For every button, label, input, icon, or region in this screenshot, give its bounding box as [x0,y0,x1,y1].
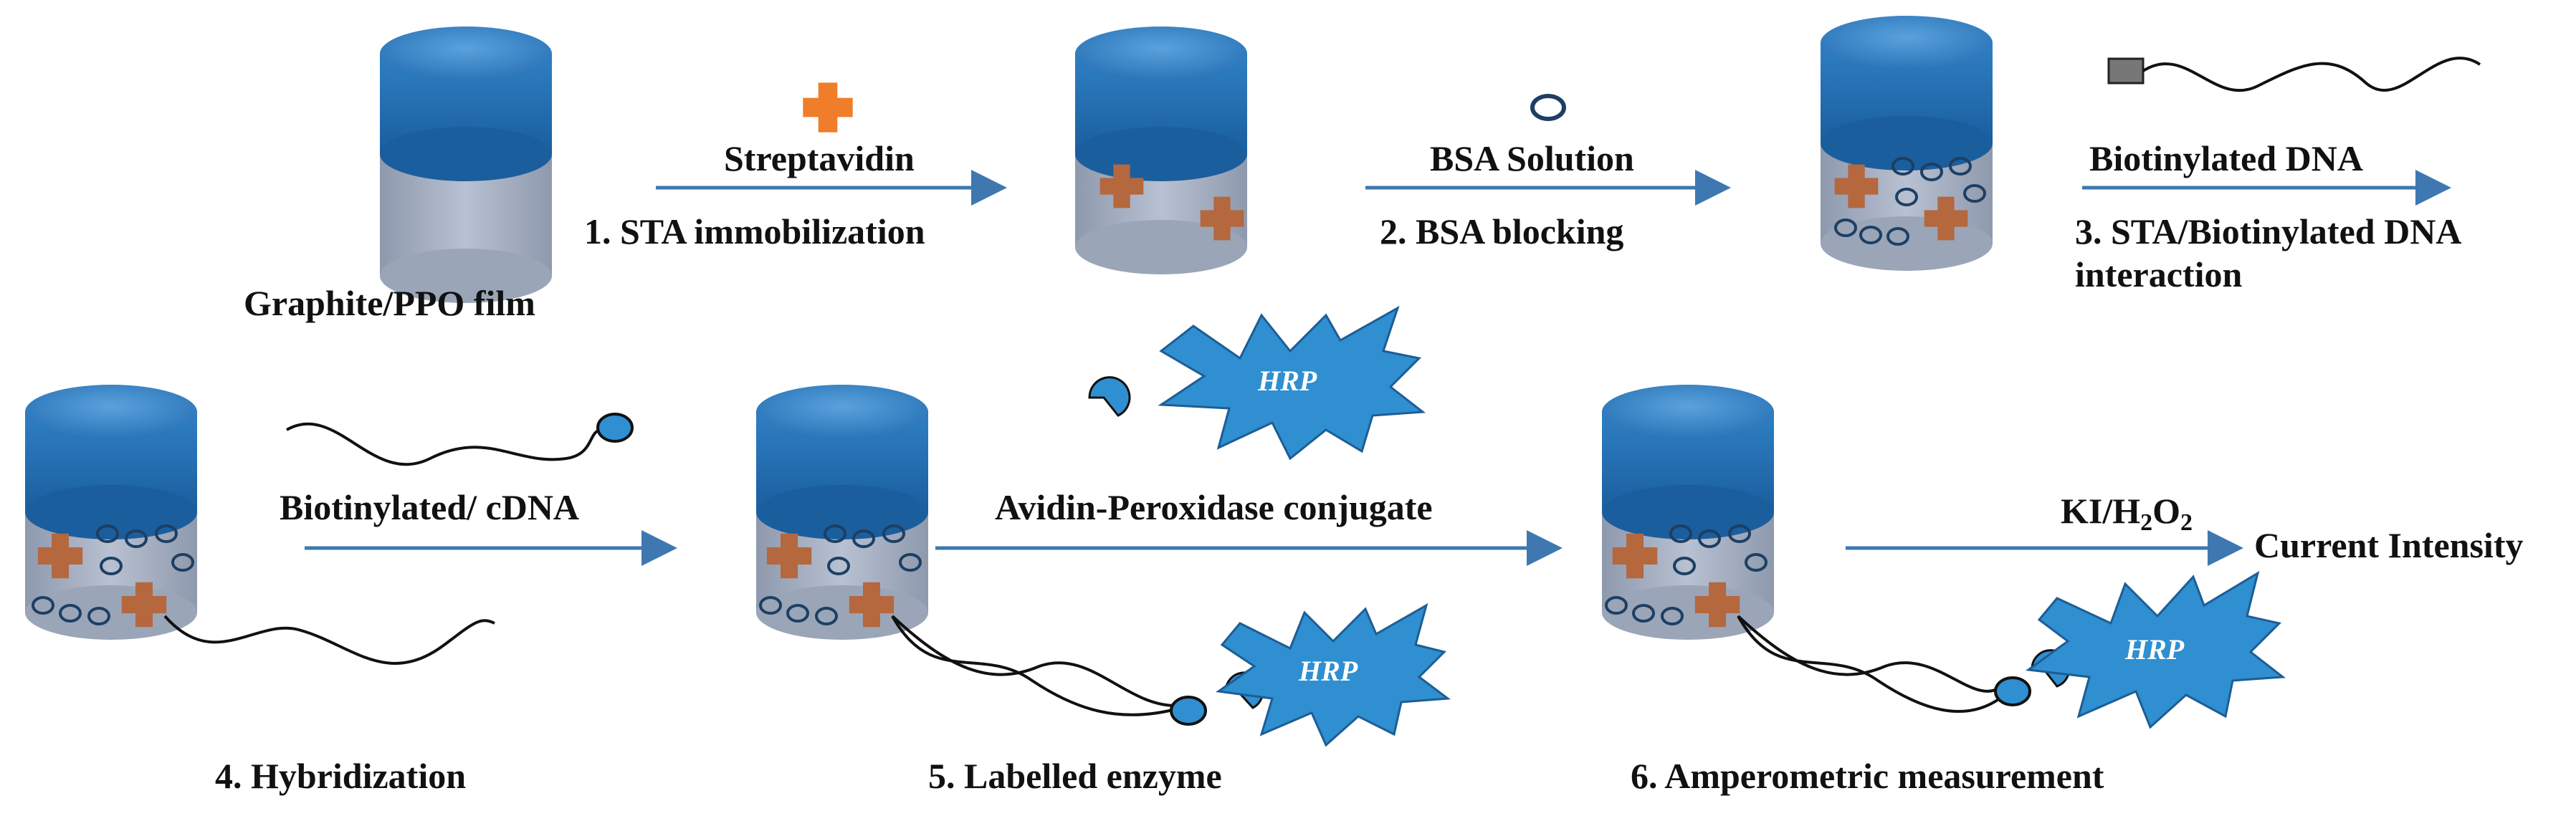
reagent-ki-h2o2-label: KI/H2O2 [2061,491,2193,536]
bsa-blocking-rings [759,524,922,625]
biotin-label-icon [1170,696,1207,726]
reagent-biotinylated-dna-label: Biotinylated DNA [2089,138,2363,178]
electrode-bare [380,27,552,303]
probe-dna-strand [891,615,1176,716]
target-dna-strand [891,615,1176,707]
bsa-blocking-rings [32,524,194,625]
electrode-sta-bsa [1821,16,1993,271]
bound-avidin-hrp: HRP [1994,570,2286,729]
electrode-sta [1075,27,1247,274]
hrp-icon [1215,602,1451,747]
reagent-bsa-label: BSA Solution [1430,138,1634,178]
step-5-label: 5. Labelled enzyme [928,756,1222,796]
step-1-label: 1. STA immobilization [584,211,925,251]
electrode-probe-dna [25,385,495,665]
probe-dna-strand [1737,615,2001,713]
step-4-label: 4. Hybridization [215,756,466,796]
bsa-blocking-rings [1605,524,1768,625]
electrode-labelled [1602,385,2001,713]
avidin-hrp-conjugate-reagent: HRP [1088,305,1426,461]
biotin-label-icon [1994,676,2031,706]
step-3-label-line2: interaction [2075,254,2242,294]
hrp-icon [1158,305,1426,461]
step-3-label-line1: 3. STA/Biotinylated DNA [2075,211,2461,251]
step-2-label: 2. BSA blocking [1380,211,1623,251]
reagent-streptavidin-label: Streptavidin [724,138,915,178]
reagent-avidin-peroxidase-label: Avidin-Peroxidase conjugate [995,487,1433,527]
step-6-label: 6. Amperometric measurement [1631,756,2104,796]
biotin-label-icon [596,413,634,443]
reagent-cdna-label: Biotinylated/ cDNA [280,487,579,527]
hrp-label: HRP [1257,365,1317,397]
hrp-label: HRP [1298,655,1358,687]
dna-strand-icon [2142,57,2481,92]
electrode-name-label: Graphite/PPO film [244,283,535,323]
electrode-hybridized [756,385,1176,716]
bsa-icon [1530,94,1566,121]
probe-dna-strand [163,615,495,665]
target-dna-strand [1737,615,2001,693]
hrp-icon [2026,570,2286,729]
bsa-blocking-rings [1834,157,1986,246]
bound-avidin-hrp: HRP [1170,602,1451,747]
cdna-strand-icon [286,422,603,466]
biotin-tag-icon [2107,57,2145,85]
avidin-icon [1088,376,1131,417]
streptavidin-icon [803,82,853,133]
hrp-label: HRP [2124,633,2185,666]
result-current-intensity-label: Current Intensity [2254,525,2523,565]
